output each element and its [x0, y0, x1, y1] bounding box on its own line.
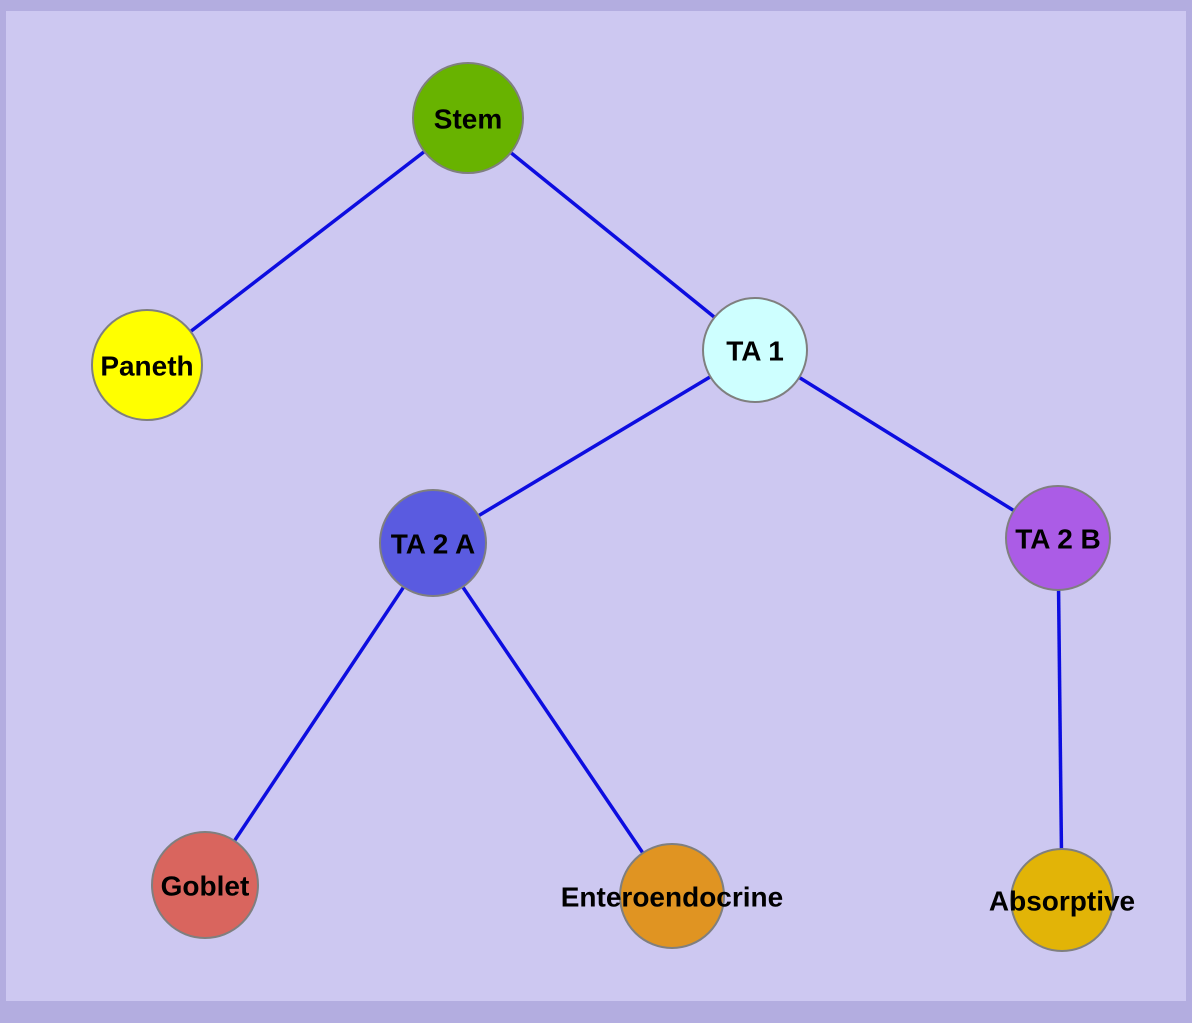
node-absorptive[interactable] — [1010, 848, 1114, 952]
edge-ta2a-goblet[interactable] — [203, 542, 435, 886]
node-ta2b[interactable] — [1005, 485, 1111, 591]
node-ta1[interactable] — [702, 297, 808, 403]
edge-ta1-ta2a[interactable] — [432, 348, 756, 545]
node-enteroendocrine[interactable] — [619, 843, 725, 949]
edge-stem-ta1[interactable] — [466, 116, 757, 352]
edge-ta1-ta2b[interactable] — [754, 348, 1059, 540]
node-ta2a[interactable] — [379, 489, 487, 597]
node-stem[interactable] — [412, 62, 524, 174]
node-paneth[interactable] — [91, 309, 203, 421]
node-goblet[interactable] — [151, 831, 259, 939]
edge-stem-paneth[interactable] — [145, 116, 470, 367]
edge-ta2b-absorptive[interactable] — [1056, 537, 1064, 901]
edge-ta2a-enteroendocrine[interactable] — [431, 542, 674, 897]
